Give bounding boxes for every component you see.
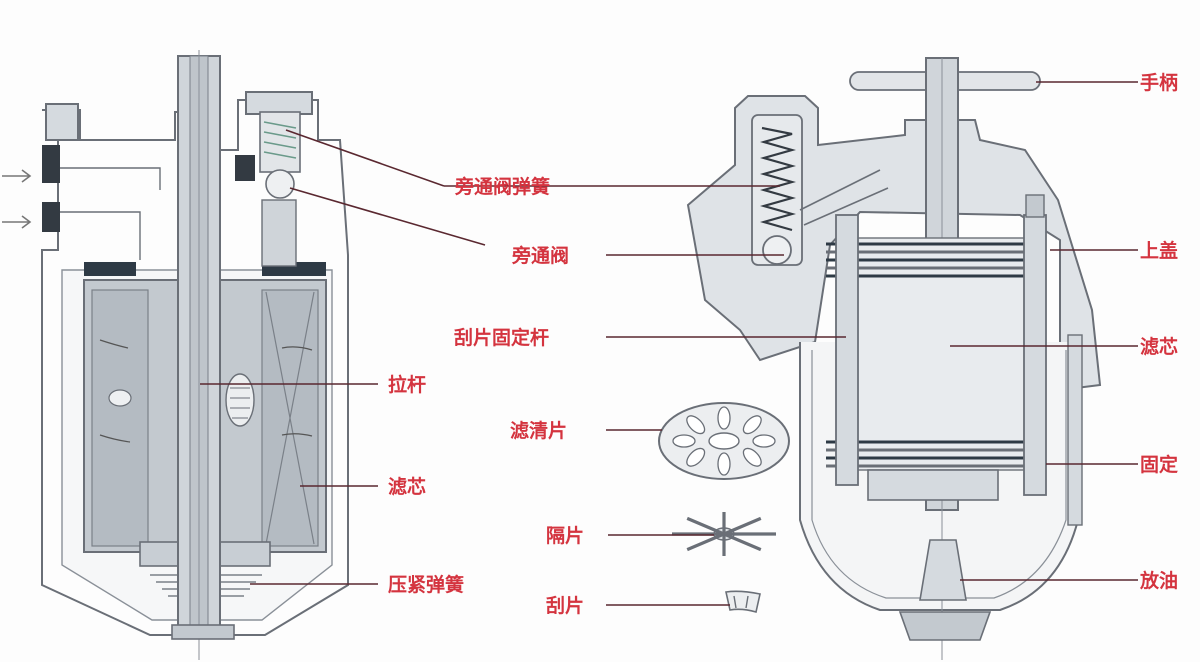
label-compression-spring: 压紧弹簧 [388, 573, 464, 596]
label-scraper-fixing-rod: 刮片固定杆 [454, 326, 549, 349]
spacer-arm [686, 516, 725, 536]
right-lower-seat [867, 469, 999, 501]
left-filter-inlet-black-lower [42, 202, 60, 232]
inlet-arrow-lower-icon [2, 215, 32, 229]
label-bypass-valve-spring: 旁通阀弹簧 [454, 175, 550, 198]
right-fixing-rod [1023, 214, 1047, 496]
filter-disc-hole [686, 447, 706, 467]
spacer-arm [723, 516, 762, 536]
left-flow-arrow-1 [99, 339, 129, 349]
callout-labels: 旁通阀弹簧 旁通阀 拉杆 滤芯 压紧弹簧 刮片固定杆 滤清片 隔片 刮片 手柄 … [388, 71, 1178, 617]
right-side-bar [1067, 334, 1083, 526]
label-filter-core-left: 滤芯 [388, 475, 426, 498]
inlet-arrow-upper-icon [2, 169, 32, 183]
right-bypass-valve-body [751, 114, 803, 266]
left-rod-gear-teeth [230, 387, 250, 419]
left-flow-arrow-4 [281, 433, 313, 437]
left-filter-inlet-black-upper [42, 145, 60, 183]
left-filter-inlet-channel [60, 167, 161, 260]
right-bypass-valve-ball [762, 235, 792, 265]
filter-disc-hole [672, 434, 696, 448]
left-bypass-valve-seat [235, 155, 255, 181]
filter-disc-hole [742, 415, 762, 435]
right-drain-nut [898, 611, 992, 641]
leader-bypass-valve-spring-left [285, 129, 445, 187]
left-flow-arrow-3 [281, 346, 313, 351]
filter-disc-part [658, 402, 790, 480]
label-bypass-valve: 旁通阀 [511, 244, 569, 267]
scraper-part [725, 590, 761, 614]
left-bypass-spring-coils [263, 121, 297, 159]
label-filter-disc: 滤清片 [510, 419, 567, 442]
right-bypass-valve-spring [759, 126, 797, 232]
left-filter-top-plug [45, 103, 79, 141]
left-filter-gasket-left [84, 262, 136, 276]
right-filter-plates-top [826, 242, 1030, 278]
right-fixing-rod-cap [1025, 194, 1045, 218]
left-filter-housing [41, 99, 349, 636]
right-bypass-channel [799, 169, 889, 226]
left-filter-element-mark [108, 389, 132, 407]
left-filter-assembly [2, 50, 349, 660]
left-bypass-valve-ball [265, 169, 295, 199]
label-pull-rod: 拉杆 [388, 373, 426, 396]
left-rod-gear [225, 373, 255, 427]
leader-lines [200, 81, 1138, 606]
label-fixing: 固定 [1140, 453, 1178, 476]
filter-disc-hole [686, 415, 706, 435]
label-drain-oil: 放油 [1139, 569, 1178, 592]
left-filter-element-cross [265, 291, 315, 545]
spacer-arm [723, 532, 762, 552]
label-upper-cover: 上盖 [1140, 239, 1178, 262]
spacer-arm [686, 532, 725, 552]
label-spacer: 隔片 [546, 524, 584, 547]
left-flow-arrow-2 [99, 434, 131, 443]
right-filter-plates-bottom [826, 440, 1030, 468]
label-handle: 手柄 [1140, 71, 1178, 94]
left-bypass-valve-channel [261, 199, 297, 267]
filter-disc-hole [742, 447, 762, 467]
leader-bypass-valve-left [289, 187, 486, 246]
left-filter-valve-cap [245, 91, 313, 115]
filter-disc-hole [717, 406, 731, 430]
filter-disc-hole [752, 434, 776, 448]
label-scraper: 刮片 [546, 594, 584, 617]
right-scraper-fixing-rod [835, 214, 859, 486]
right-filter-stack [839, 237, 1027, 471]
filter-disc-hole [717, 452, 731, 476]
left-filter-element-left-panel [91, 289, 149, 547]
label-filter-core-right: 滤芯 [1140, 335, 1178, 358]
exploded-parts [658, 402, 790, 614]
right-drain-plug [919, 539, 967, 601]
spacer-part [672, 512, 776, 556]
right-filter-assembly [686, 57, 1102, 660]
left-pull-rod-nut [171, 624, 235, 640]
